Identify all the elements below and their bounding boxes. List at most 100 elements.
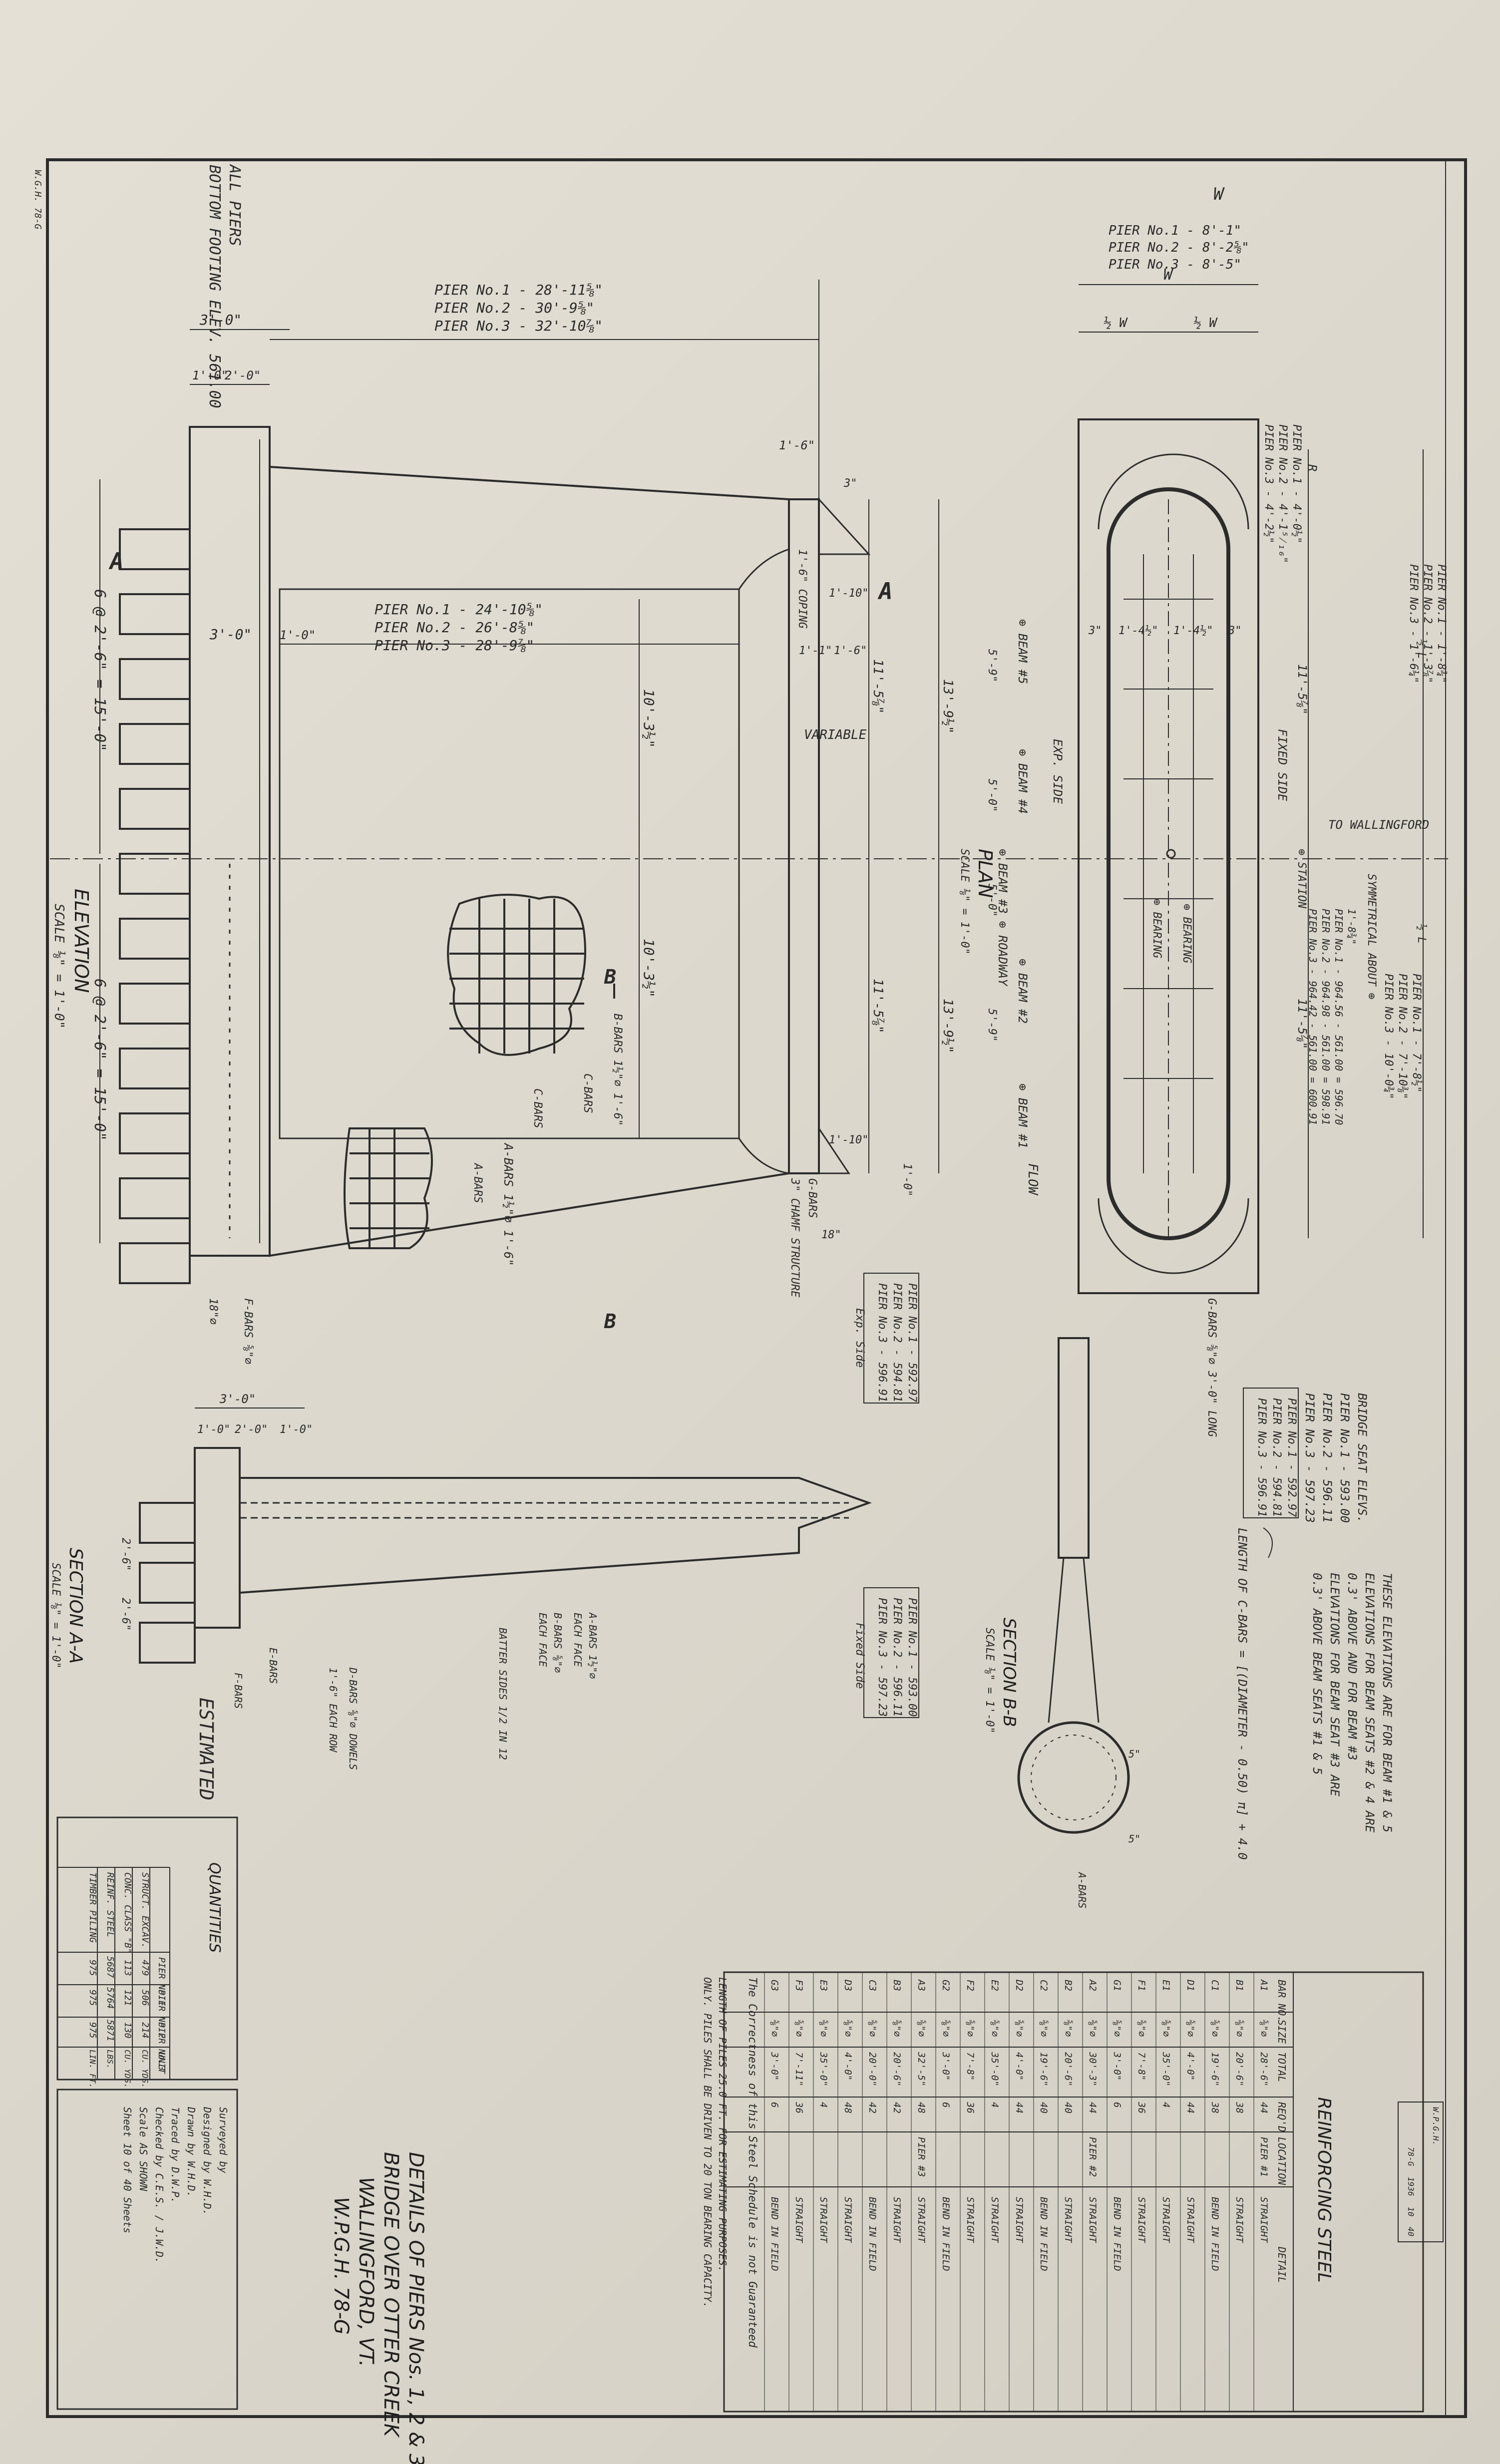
- dim-text: 3'-0": [199, 312, 242, 328]
- steel-cell: 28'-6": [1258, 2052, 1269, 2087]
- steel-cell: 44: [1014, 2102, 1025, 2113]
- stamp-box: W.P.G.H. 78-G 1936 10 40: [1398, 2102, 1444, 2242]
- pier-elev-line: PIER No.3 - 10'-0¾": [1382, 974, 1395, 1099]
- dim-text: 11'-5⅞": [1295, 999, 1309, 1049]
- qty-row: TIMBER PILING 975 975 975 LIN. FT.: [87, 1872, 98, 2088]
- steel-cell: 20'-6": [1234, 2052, 1245, 2087]
- fixed-box-line: PIER No.1 - 593.00: [906, 1598, 918, 1717]
- qty-watermark: ESTIMATED: [195, 1698, 217, 1800]
- dim-text: 3'-0": [209, 626, 252, 643]
- plan-label: VARIABLE: [804, 727, 867, 742]
- bb-label: 5": [1128, 1833, 1140, 1845]
- exp-box-line: PIER No.2 - 594.81: [891, 1283, 903, 1402]
- steel-cell: ⅝"⌀: [989, 2020, 1000, 2037]
- dim-text: 11'-5⅞": [870, 979, 885, 1034]
- steel-cell: G3: [769, 1980, 780, 1991]
- pier-w-line: PIER No.2 - 8'-2⅝": [1109, 240, 1249, 255]
- steel-cell: B1: [1234, 1980, 1245, 1991]
- seat-note-line: ELEVATIONS FOR BEAM SEATS #2 & 4 ARE: [1363, 1573, 1377, 1833]
- note-line: BOTTOM FOOTING ELEV. 561.00: [206, 165, 223, 408]
- bb-stem: [1058, 1337, 1090, 1559]
- dim-text: 1'-0": [901, 1163, 913, 1196]
- qty-row: REINF. STEEL 5687 5764 5871 LBS.: [105, 1872, 115, 2069]
- beam-label: ⊕ BEAM #4: [1016, 749, 1030, 814]
- steel-cell: ⅝"⌀: [769, 2020, 780, 2037]
- dim-text: 1'-4½": [1119, 625, 1158, 637]
- pier-r-line: PIER No.2 - 4'-1⁵⁄₁₆": [1276, 424, 1289, 563]
- pile: [119, 1242, 191, 1284]
- pile: [119, 658, 191, 700]
- steel-cell: 44: [1258, 2102, 1269, 2113]
- steel-cell: C1: [1209, 1980, 1220, 1991]
- steel-cell: C3: [867, 1980, 878, 1991]
- dim-text: 11'-5⅞": [870, 659, 885, 714]
- steel-header-cell: DETAIL: [1276, 2246, 1288, 2283]
- steel-cell: PIER #2: [1087, 2137, 1098, 2177]
- qty-cell: TIMBER PILING: [87, 1872, 98, 1943]
- steel-cell: ⅝"⌀: [1160, 2020, 1171, 2037]
- plan-label: 1'-6" COPING: [796, 549, 808, 629]
- pile-section: [139, 1502, 196, 1544]
- dim-text: 10'-3½": [641, 689, 657, 748]
- steel-cell: E1: [1160, 1980, 1171, 1991]
- steel-cell: B2: [1063, 1980, 1074, 1991]
- aa-label: 1'-6" EACH ROW: [327, 1668, 339, 1753]
- corner-stamp: W.G.H. 78-G: [32, 170, 43, 229]
- qty-cell: 130: [122, 2022, 133, 2039]
- pile: [119, 788, 191, 830]
- plan-label: 3" CHAMF STRUCTURE: [788, 1178, 801, 1298]
- qty-header-cell: UNIT: [156, 2052, 167, 2075]
- steel-cell: 48: [916, 2102, 927, 2113]
- dim-text: 3": [1228, 625, 1242, 637]
- steel-cell: 4'-0": [842, 2052, 853, 2081]
- nose-bottom: [818, 1126, 850, 1174]
- steel-cell: ⅝"⌀: [1038, 2020, 1049, 2037]
- steel-cell: ⅝"⌀: [965, 2020, 976, 2037]
- fixed-box-line: Fixed Side: [853, 1623, 866, 1689]
- dim-text: 3": [843, 477, 857, 490]
- steel-cell: G1: [1112, 1980, 1123, 1991]
- dim-text: 6 @ 2'-6" = 15'-0": [91, 589, 108, 751]
- steel-cell: 4: [1160, 2102, 1171, 2108]
- cap-section: [194, 1447, 241, 1629]
- steel-cell: STRAIGHT: [793, 2197, 804, 2243]
- steel-header-cell: TOTAL: [1276, 2052, 1288, 2082]
- steel-note-line: The Correctness of this Steel Schedule i…: [746, 1977, 758, 2348]
- steel-cell: 6: [1112, 2102, 1123, 2108]
- steel-cell: 19'-6": [1209, 2052, 1220, 2087]
- pier-ht-line: PIER No.2 - 964.98 - 561.00 = 598.91: [1320, 909, 1332, 1125]
- seat-line: BRIDGE SEAT ELEVS.: [1355, 1393, 1369, 1523]
- steel-cell: 36: [965, 2102, 976, 2113]
- fillet-top: [738, 548, 789, 590]
- flow-label: FLOW: [1025, 1163, 1040, 1196]
- title-line: DETAILS OF PIERS Nos. 1, 2 & 3: [404, 2152, 427, 2464]
- steel-cell: STRAIGHT: [1160, 2197, 1171, 2243]
- steel-cell: ⅝"⌀: [1063, 2020, 1074, 2037]
- title-line: W.P.G.H. 78-G: [330, 2197, 353, 2335]
- sig-frame: [56, 2089, 238, 2410]
- beam-label: ⊕ BEAM #1: [1016, 1083, 1030, 1148]
- elevation-scale: SCALE ⅛" = 1'-0": [51, 904, 66, 1029]
- steel-header-cell: REQ'D: [1276, 2102, 1288, 2132]
- dim-text: 2'-0": [235, 1423, 268, 1436]
- steel-cell: 7'-8": [1136, 2052, 1147, 2081]
- section-b-marker: B: [604, 966, 616, 989]
- qty-cell: 5687: [105, 1956, 115, 1978]
- steel-cell: 42: [867, 2102, 878, 2113]
- pier-length-line: PIER No.3 - 32'-10⅞": [434, 318, 603, 334]
- stamp-cell: 78-G: [1406, 2147, 1416, 2166]
- pier-plan: W W ½ W ½ W PIER No.1 - 8'-1" PIER No.2 …: [1025, 184, 1448, 1437]
- plan-label: A-BARS 1½"⌀ 1'-6": [501, 1142, 515, 1266]
- qty-row: CONC. CLASS "B" 113 121 130 CU. YDS.: [122, 1872, 133, 2088]
- steel-cell: ⅝"⌀: [818, 2020, 829, 2037]
- dim-text: 3'-0": [219, 1392, 256, 1406]
- qty-cell: 121: [122, 1990, 133, 2006]
- steel-cell: 44: [1185, 2102, 1196, 2113]
- pile: [119, 1048, 191, 1089]
- exp-box-frame: [863, 1273, 919, 1404]
- qty-cell: 975: [87, 2022, 98, 2039]
- dim-text: 6 @ 2'-6" = 15'-0": [91, 979, 108, 1141]
- note-line: ALL PIERS: [226, 164, 243, 246]
